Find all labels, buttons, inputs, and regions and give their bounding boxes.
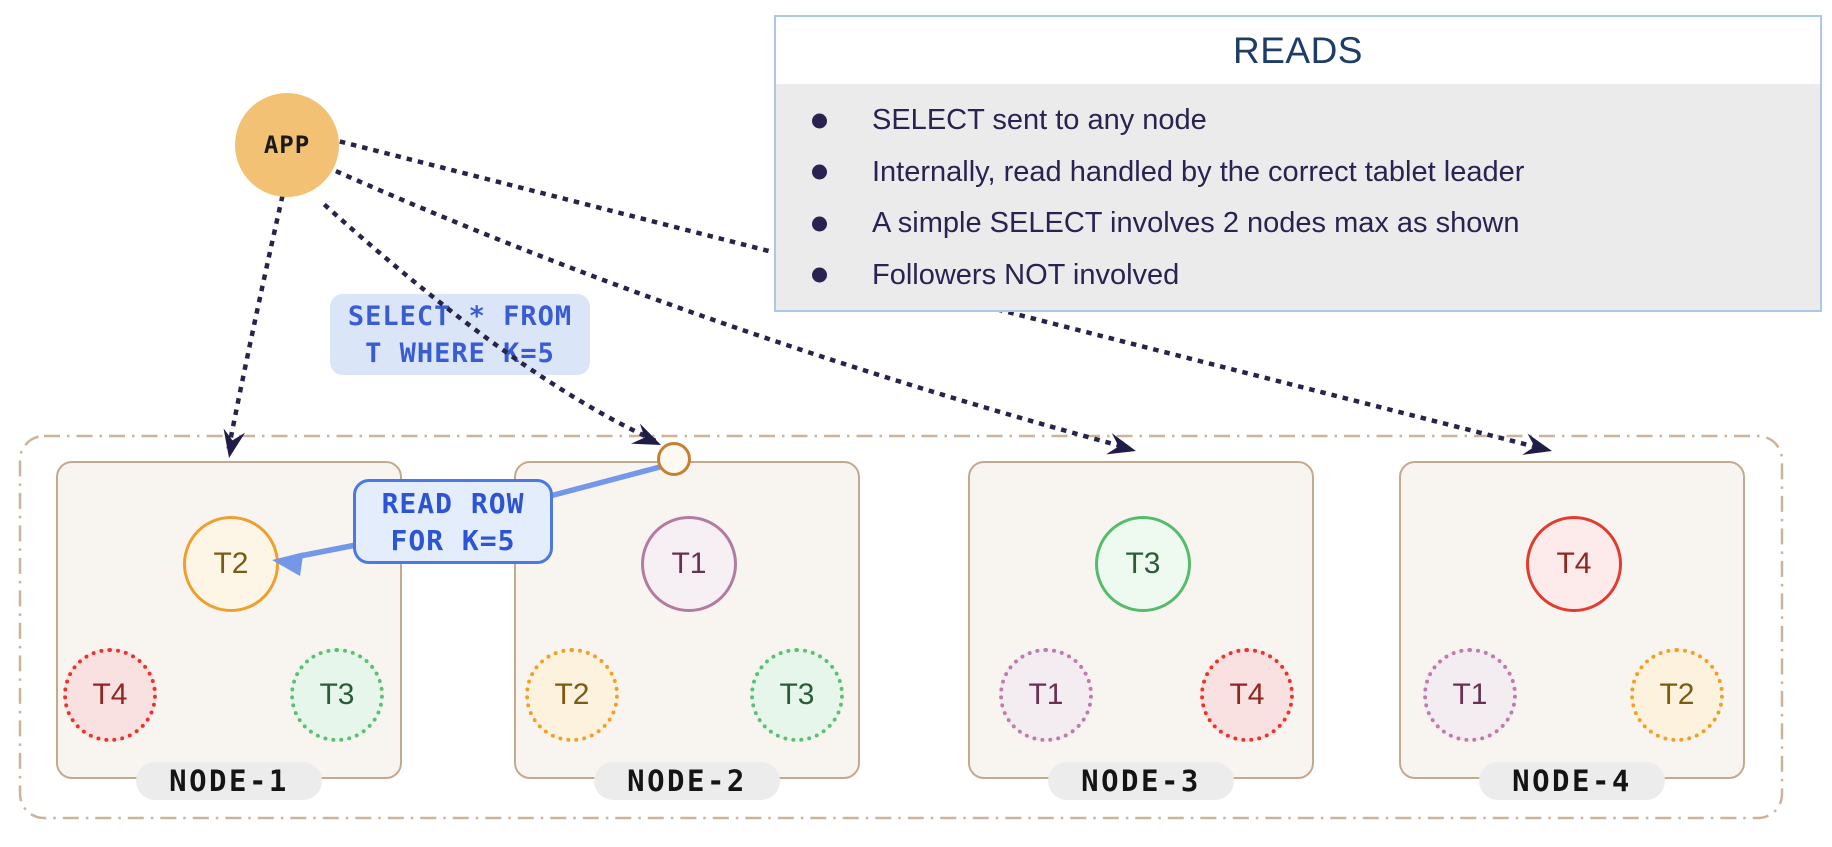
tablet-leader-t1: T1 [641,516,737,612]
reads-bullet-1: SELECT sent to any node [776,95,1820,147]
node-name-pill: NODE-4 [1479,762,1665,800]
tablet-label: T2 [554,678,590,711]
tablet-label: T1 [671,547,707,580]
tablet-follower-t4: T4 [1200,648,1294,742]
node-name: NODE-1 [169,764,289,798]
node-name-pill: NODE-2 [594,762,780,800]
tablet-follower-t2: T2 [525,648,619,742]
node-box-2: T1 T2 T3 NODE-2 [514,461,860,800]
tablet-label: T3 [319,678,355,711]
read-row-line2: FOR K=5 [390,523,516,557]
tablet-label: T1 [1028,678,1064,711]
tablet-label: T4 [1556,547,1592,580]
reads-bullet-2: Internally, read handled by the correct … [776,147,1820,199]
tablet-follower-t1: T1 [999,648,1093,742]
reads-bullet-3: A simple SELECT involves 2 nodes max as … [776,198,1820,250]
tablet-label: T2 [1659,678,1695,711]
node-name: NODE-2 [627,764,747,798]
tablet-follower-t2: T2 [1630,648,1724,742]
node-name: NODE-3 [1081,764,1201,798]
select-query-line2: T WHERE K=5 [365,337,555,369]
reads-panel-title: READS [1233,29,1363,71]
node-box-3: T3 T1 T4 NODE-3 [968,461,1314,800]
tablet-follower-t1: T1 [1423,648,1517,742]
select-query-line1: SELECT * FROM [347,300,573,332]
app-label: APP [263,131,311,159]
tablet-follower-t3: T3 [290,648,384,742]
node-box-4: T4 T1 T2 NODE-4 [1399,461,1745,800]
tablet-label: T3 [1125,547,1161,580]
tablet-label: T2 [213,547,249,580]
tablet-label: T3 [779,678,815,711]
tablet-leader-t3: T3 [1095,516,1191,612]
select-query-callout: SELECT * FROM T WHERE K=5 [330,294,590,375]
reads-panel-body: SELECT sent to any node Internally, read… [776,84,1820,310]
read-row-callout: READ ROW FOR K=5 [353,479,553,564]
tablet-leader-t2: T2 [183,516,279,612]
reads-panel: READS SELECT sent to any node Internally… [774,15,1822,312]
app-circle: APP [235,93,339,197]
node-name-pill: NODE-1 [136,762,322,800]
node-box-1: T2 T4 T3 NODE-1 [56,461,402,800]
reads-bullet-4: Followers NOT involved [776,250,1820,302]
tablet-leader-t4: T4 [1526,516,1622,612]
tablet-label: T4 [1229,678,1265,711]
node-name-pill: NODE-3 [1048,762,1234,800]
read-row-line1: READ ROW [381,486,525,520]
tablet-follower-t3: T3 [750,648,844,742]
tablet-follower-t4: T4 [63,648,157,742]
tablet-label: T1 [1452,678,1488,711]
tablet-label: T4 [92,678,128,711]
node-name: NODE-4 [1512,764,1632,798]
reads-bullet-list: SELECT sent to any node Internally, read… [776,95,1820,301]
